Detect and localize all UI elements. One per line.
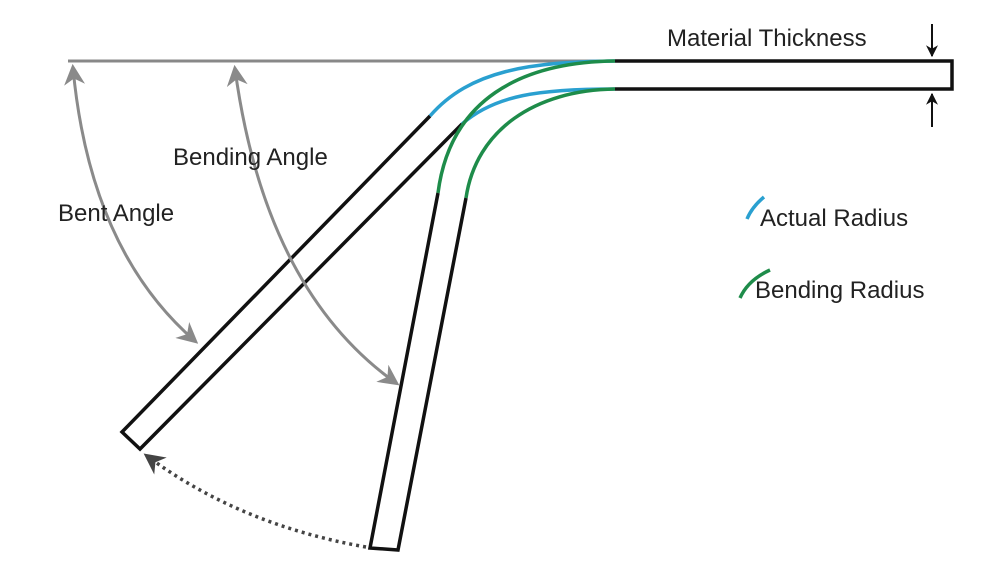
legend-bending-radius: Bending Radius bbox=[755, 277, 924, 304]
bending-radius-outer-arc bbox=[436, 59, 616, 194]
material-thickness-label: Material Thickness bbox=[667, 25, 867, 52]
bending-radius-legend-icon bbox=[738, 268, 771, 299]
bending-angle-label: Bending Angle bbox=[173, 144, 328, 171]
bent-angle-arrow bbox=[64, 63, 199, 344]
bent-angle-label: Bent Angle bbox=[58, 200, 174, 227]
bending-angle-arrow bbox=[226, 64, 400, 386]
bending-radius-inner-arc bbox=[464, 87, 616, 199]
springback-arrow bbox=[143, 453, 367, 549]
actual-radius-legend-icon bbox=[745, 195, 766, 220]
bent-flange-bending bbox=[367, 192, 468, 552]
horizontal-flange bbox=[615, 59, 954, 91]
legend-actual-radius: Actual Radius bbox=[760, 205, 908, 232]
actual-radius-inner-arc bbox=[460, 87, 616, 126]
